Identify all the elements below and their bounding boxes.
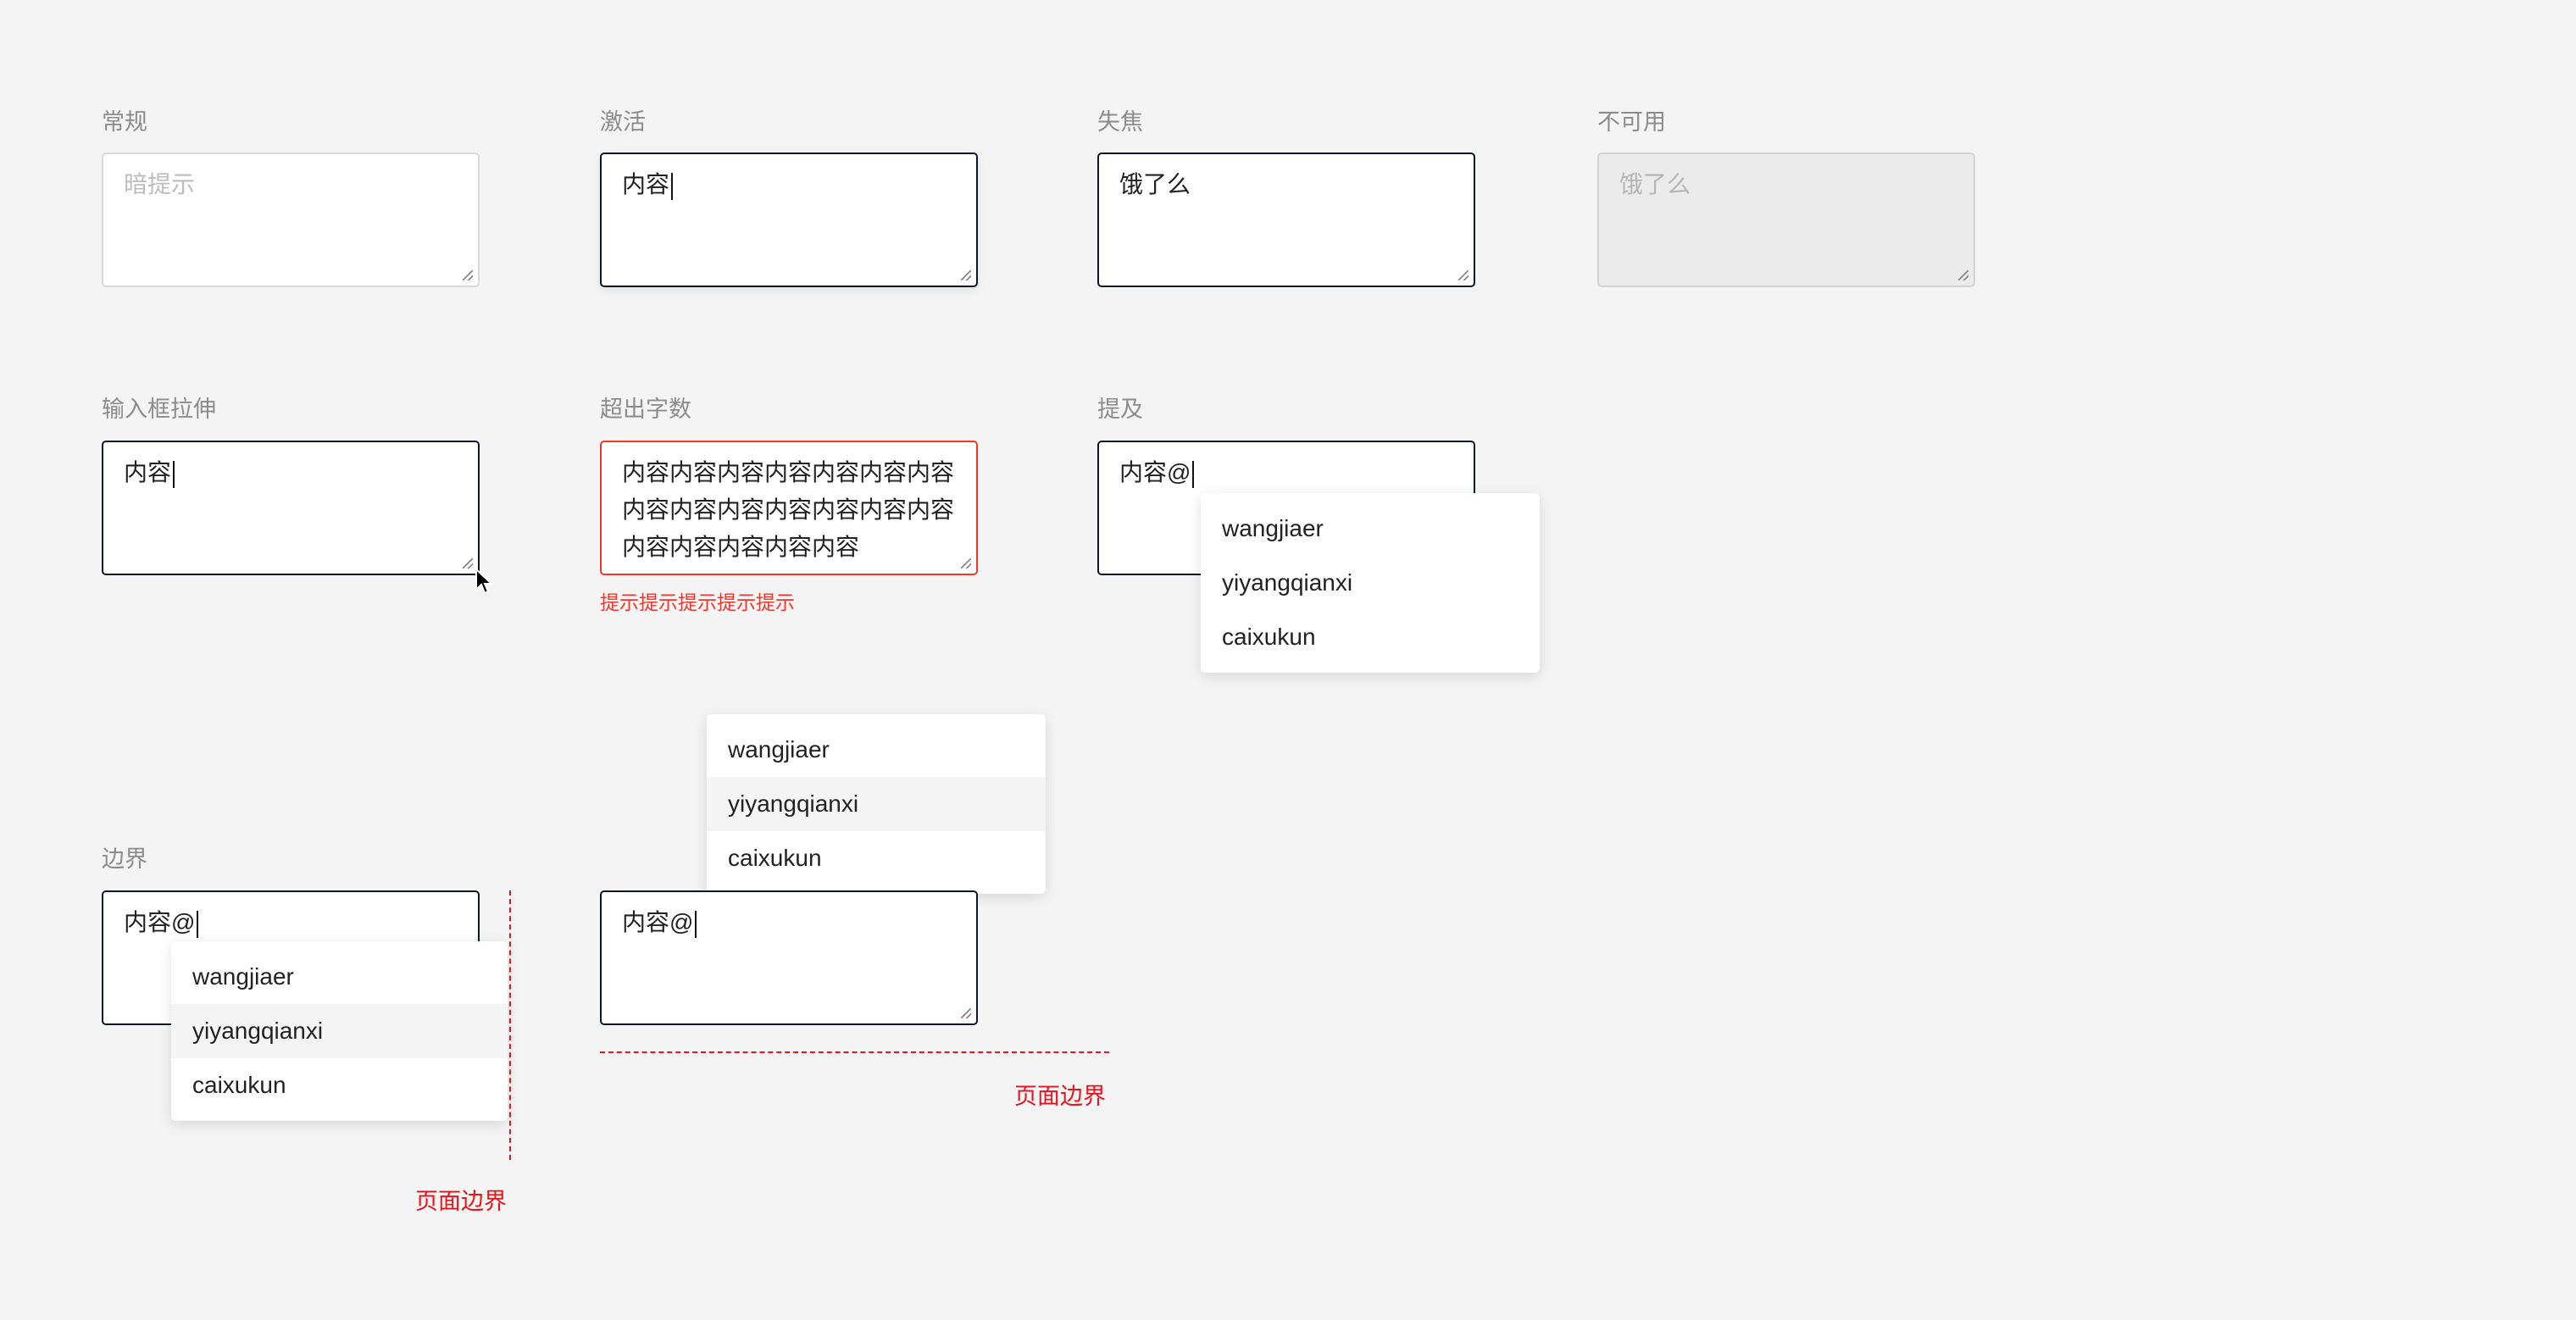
text-caret: [695, 910, 697, 938]
textarea-resize[interactable]: 内容: [102, 441, 480, 575]
resize-handle-icon: [1958, 270, 1968, 280]
mention-option-highlighted[interactable]: yiyangqianxi: [171, 1004, 508, 1058]
mention-option[interactable]: caixukun: [728, 845, 822, 871]
mention-option-highlighted[interactable]: yiyangqianxi: [707, 777, 1046, 831]
resize-handle-icon[interactable]: [463, 270, 473, 280]
resize-handle-icon[interactable]: [463, 558, 473, 568]
label-active: 激活: [600, 109, 646, 135]
page-boundary-label: 页面边界: [415, 1189, 507, 1214]
mention-dropdown-right-edge: wangjiaer yiyangqianxi caixukun: [171, 941, 508, 1121]
mouse-cursor-icon: [475, 568, 494, 595]
mention-option[interactable]: yiyangqianxi: [1222, 569, 1353, 596]
placeholder: 暗提示: [124, 171, 196, 197]
textarea-active[interactable]: 内容: [600, 153, 978, 287]
label-boundary: 边界: [102, 846, 147, 872]
textarea-value: 内容@: [622, 909, 694, 935]
resize-handle-icon[interactable]: [961, 558, 971, 568]
label-normal: 常规: [102, 109, 147, 135]
textarea-overflow[interactable]: 内容内容内容内容内容内容内容内容内容内容内容内容内容内容内容内容内容内容内容: [600, 441, 978, 575]
label-resize: 输入框拉伸: [102, 397, 216, 422]
mention-option[interactable]: wangjiaer: [192, 963, 294, 990]
resize-handle-icon[interactable]: [961, 1008, 971, 1018]
textarea-value: 内容@: [1119, 459, 1191, 485]
label-mention: 提及: [1097, 397, 1143, 422]
textarea-value: 内容: [622, 171, 670, 197]
text-caret: [671, 172, 674, 200]
error-message: 提示提示提示提示提示: [600, 591, 795, 613]
page-boundary-vertical-line: [509, 890, 511, 1160]
label-blur: 失焦: [1097, 109, 1143, 135]
textarea-value: 饿了么: [1619, 171, 1691, 197]
resize-handle-icon[interactable]: [1458, 270, 1468, 280]
mention-option[interactable]: caixukun: [1222, 624, 1316, 650]
text-caret: [1192, 460, 1195, 488]
label-disabled: 不可用: [1597, 109, 1666, 135]
mention-option[interactable]: wangjiaer: [1222, 515, 1324, 541]
mention-dropdown: wangjiaer yiyangqianxi caixukun: [1201, 493, 1540, 673]
textarea-value: 饿了么: [1119, 171, 1191, 197]
label-overflow: 超出字数: [600, 397, 691, 422]
textarea-blur[interactable]: 饿了么: [1097, 153, 1475, 287]
textarea-value: 内容内容内容内容内容内容内容内容内容内容内容内容内容内容内容内容内容内容内容: [622, 459, 955, 560]
text-caret: [197, 910, 199, 938]
mention-option[interactable]: caixukun: [192, 1072, 286, 1098]
page-boundary-horizontal-line: [600, 1051, 1109, 1053]
resize-handle-icon[interactable]: [961, 270, 971, 280]
textarea-normal[interactable]: 暗提示: [102, 153, 480, 287]
mention-option[interactable]: wangjiaer: [728, 736, 830, 763]
textarea-value: 内容: [124, 459, 172, 485]
mention-dropdown-top-edge: wangjiaer yiyangqianxi caixukun: [707, 714, 1046, 894]
textarea-boundary-bottom[interactable]: 内容@: [600, 890, 978, 1025]
page-boundary-label: 页面边界: [1014, 1084, 1106, 1109]
textarea-disabled: 饿了么: [1597, 153, 1975, 287]
text-caret: [173, 460, 175, 488]
textarea-value: 内容@: [124, 909, 196, 935]
